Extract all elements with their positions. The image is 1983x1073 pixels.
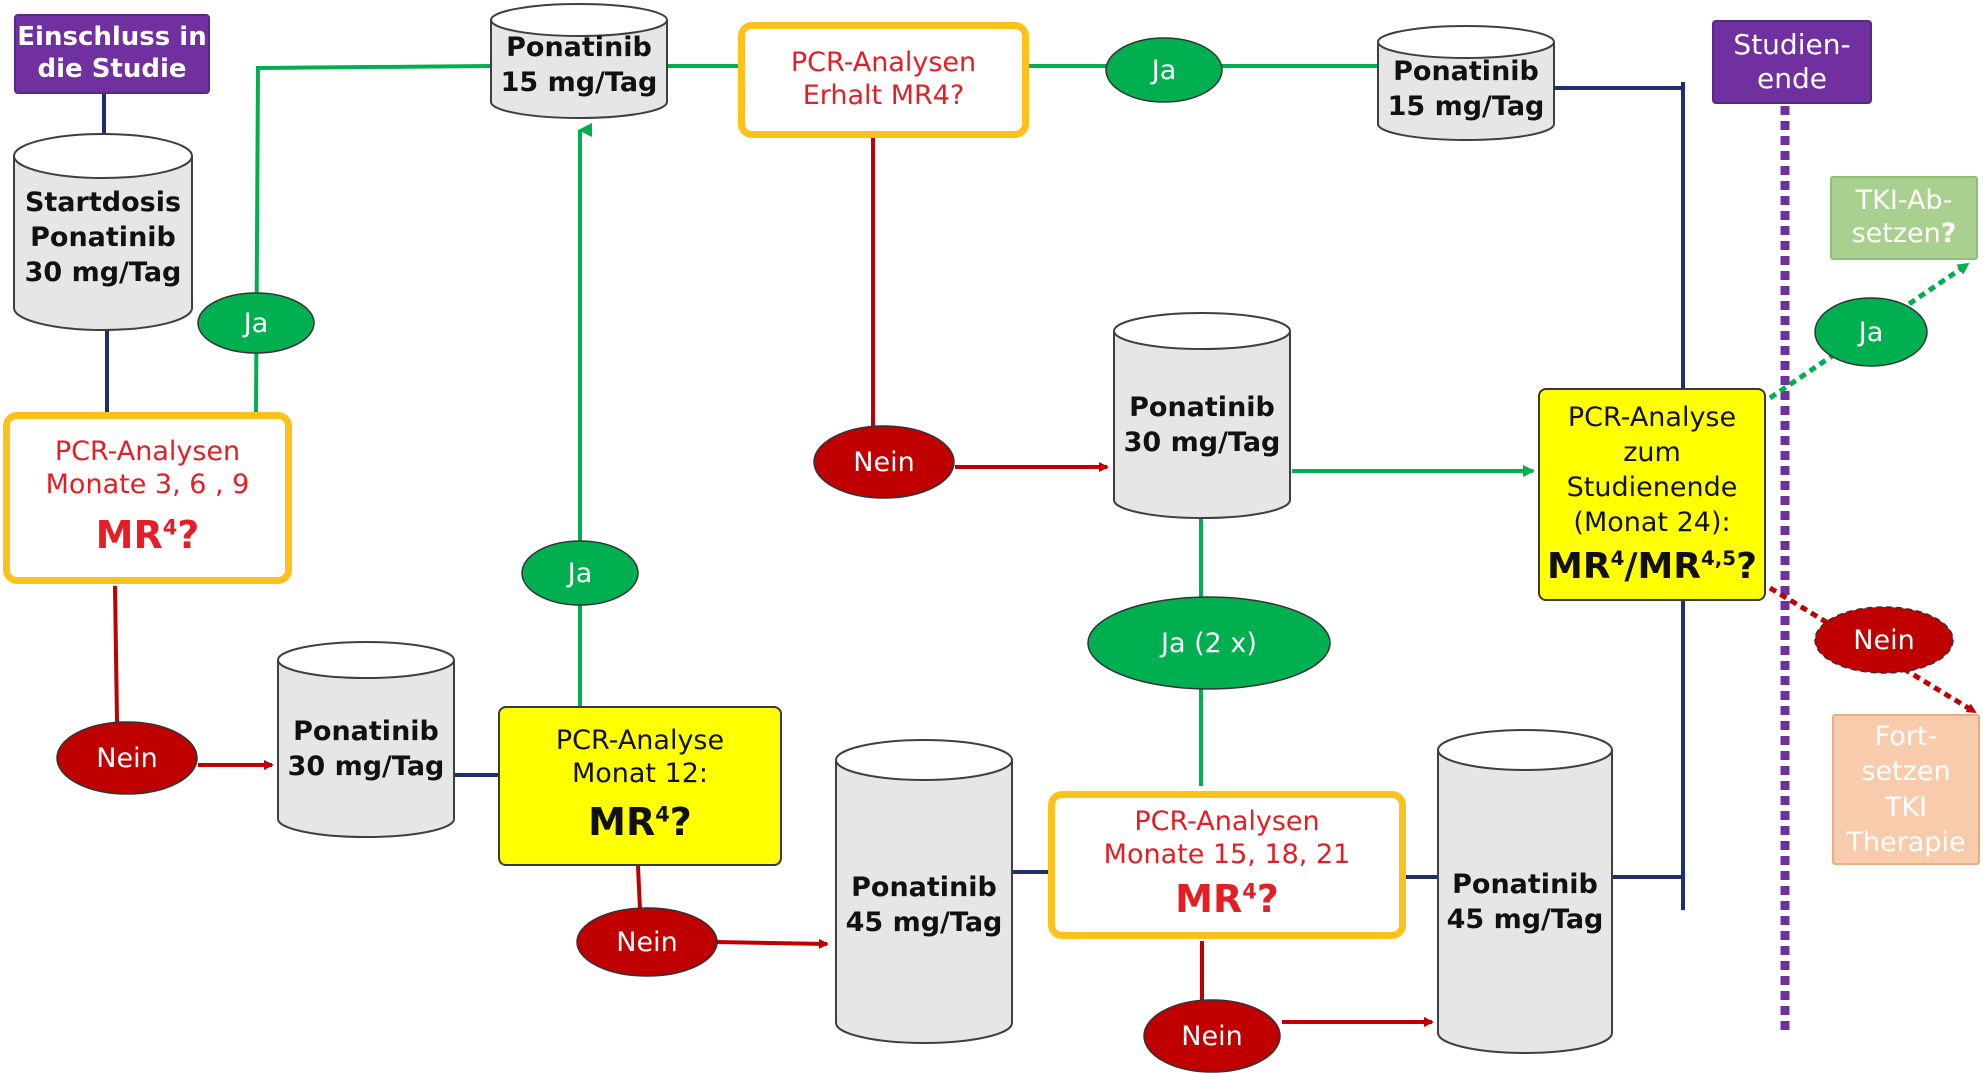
pcr-erhalt-line-1: PCR-Analysen xyxy=(790,47,977,79)
ponatinib-45a-label: Ponatinib 45 mg/Tag xyxy=(836,870,1012,940)
ponatinib-30-low-line-2: 30 mg/Tag xyxy=(287,751,445,783)
pcr-end-line-3: Studienende xyxy=(1566,472,1738,503)
oval-ja-end xyxy=(1814,297,1928,367)
fortsetzen-box: Fort- setzen TKI Therapie xyxy=(1832,714,1980,865)
ja-12-label: Ja xyxy=(567,557,593,589)
fortsetzen-line-2: setzen xyxy=(1861,756,1951,788)
einschluss-box: Einschluss in die Studie xyxy=(14,14,210,94)
nein-12-label: Nein xyxy=(616,926,678,958)
ponatinib-30-low-label: Ponatinib 30 mg/Tag xyxy=(278,714,454,784)
einschluss-line-2: die Studie xyxy=(37,54,187,84)
cylinder-ponatinib-30-low xyxy=(277,641,455,838)
studienende-line-1: Studien- xyxy=(1733,27,1851,61)
ponatinib-15a-line-1: Ponatinib xyxy=(506,32,652,63)
pcr-12-question: MR4? xyxy=(588,800,692,845)
ponatinib-45b-line-2: 45 mg/Tag xyxy=(1446,904,1604,936)
tki-absetzen-line-2: setzen? xyxy=(1851,218,1957,249)
ponatinib-45b-label: Ponatinib 45 mg/Tag xyxy=(1438,867,1612,937)
ja-1-label: Ja xyxy=(243,307,269,339)
oval-nein-end xyxy=(1814,606,1954,674)
dotted-nein-arrow xyxy=(1768,585,1977,715)
fortsetzen-line-1: Fort- xyxy=(1874,721,1938,753)
cylinder-ponatinib-15a xyxy=(490,3,668,119)
pcr-erhalt-box: PCR-Analysen Erhalt MR4? xyxy=(738,22,1029,138)
pcr-end-line-2: zum xyxy=(1623,436,1681,468)
pcr-3-6-9-line-2: Monate 3, 6 , 9 xyxy=(45,469,250,501)
ponatinib-45b-line-1: Ponatinib xyxy=(1452,869,1598,900)
startdosis-line-1: Startdosis xyxy=(24,187,182,218)
ponatinib-45a-line-2: 45 mg/Tag xyxy=(845,907,1003,939)
startdosis-line-3: 30 mg/Tag xyxy=(24,257,182,289)
nein-15-label: Nein xyxy=(1181,1020,1243,1052)
ja-top-label: Ja xyxy=(1151,54,1177,86)
oval-ja-2x xyxy=(1087,596,1331,690)
tki-absetzen-box: TKI-Ab- setzen? xyxy=(1830,176,1978,260)
pcr-3-6-9-line-1: PCR-Analysen xyxy=(54,436,241,468)
dotted-ja-arrow xyxy=(1768,261,1970,401)
startdosis-label: Startdosis Ponatinib 30 mg/Tag xyxy=(14,185,192,290)
cylinder-startdosis xyxy=(13,133,193,331)
ponatinib-15a-label: Ponatinib 15 mg/Tag xyxy=(491,30,667,100)
studienende-box: Studien- ende xyxy=(1712,20,1872,104)
oval-ja-top xyxy=(1105,37,1223,103)
pcr-12-line-2: Monat 12: xyxy=(571,758,709,790)
dotted-connectors xyxy=(1768,46,1977,1030)
ponatinib-15a-line-2: 15 mg/Tag xyxy=(500,67,658,99)
cylinder-ponatinib-45b xyxy=(1437,729,1613,1054)
pcr-12-line-1: PCR-Analyse xyxy=(555,725,725,757)
pcr-study-end-box: PCR-Analyse zum Studienende (Monat 24): … xyxy=(1538,388,1766,601)
oval-ja-1 xyxy=(197,292,315,354)
pcr-month-12-box: PCR-Analyse Monat 12: MR4? xyxy=(498,706,782,866)
fortsetzen-line-4: Therapie xyxy=(1846,826,1966,858)
ponatinib-30-mid-line-1: Ponatinib xyxy=(1129,392,1275,423)
pcr-months-15-18-21-box: PCR-Analysen Monate 15, 18, 21 MR4? xyxy=(1048,791,1406,939)
ponatinib-30-mid-label: Ponatinib 30 mg/Tag xyxy=(1114,390,1290,460)
ja-2x-label: Ja (2 x) xyxy=(1161,627,1257,659)
startdosis-line-2: Ponatinib xyxy=(30,222,176,254)
ponatinib-15b-line-2: 15 mg/Tag xyxy=(1387,91,1545,123)
pcr-end-question: MR4/MR4,5? xyxy=(1547,546,1757,588)
pcr-months-3-6-9-box: PCR-Analysen Monate 3, 6 , 9 MR4? xyxy=(3,412,292,584)
oval-nein-1 xyxy=(56,721,198,795)
oval-nein-15 xyxy=(1143,999,1281,1073)
pcr-end-line-1: PCR-Analyse xyxy=(1567,401,1737,433)
nein-1-label: Nein xyxy=(96,742,158,774)
fortsetzen-line-3: TKI xyxy=(1884,791,1928,823)
ja-end-label: Ja xyxy=(1858,316,1884,348)
red-connectors xyxy=(113,138,1434,1027)
pcr-15-line-2: Monate 15, 18, 21 xyxy=(1103,839,1351,871)
pcr-end-line-4: (Monat 24): xyxy=(1573,507,1731,539)
oval-nein-erhalt xyxy=(813,425,955,499)
pcr-3-6-9-question: MR4? xyxy=(95,513,200,558)
ponatinib-45a-line-1: Ponatinib xyxy=(851,872,997,903)
pcr-15-question: MR4? xyxy=(1175,877,1279,922)
ponatinib-30-mid-line-2: 30 mg/Tag xyxy=(1123,427,1281,459)
ponatinib-15b-label: Ponatinib 15 mg/Tag xyxy=(1378,54,1554,124)
oval-nein-12 xyxy=(576,907,718,977)
tki-absetzen-line-1: TKI-Ab- xyxy=(1855,185,1953,217)
nein-end-label: Nein xyxy=(1853,624,1915,656)
ponatinib-30-low-line-1: Ponatinib xyxy=(293,716,439,747)
ponatinib-15b-line-1: Ponatinib xyxy=(1393,56,1539,87)
oval-ja-12 xyxy=(521,540,639,606)
pcr-erhalt-line-2: Erhalt MR4? xyxy=(802,80,965,111)
cylinder-ponatinib-45a xyxy=(835,739,1013,1044)
studienende-line-2: ende xyxy=(1757,62,1827,95)
nein-erhalt-label: Nein xyxy=(853,446,915,478)
cylinder-ponatinib-15b xyxy=(1377,25,1555,141)
einschluss-line-1: Einschluss in xyxy=(17,22,207,53)
pcr-15-line-1: PCR-Analysen xyxy=(1134,806,1320,838)
cylinder-ponatinib-30-mid xyxy=(1113,312,1291,519)
